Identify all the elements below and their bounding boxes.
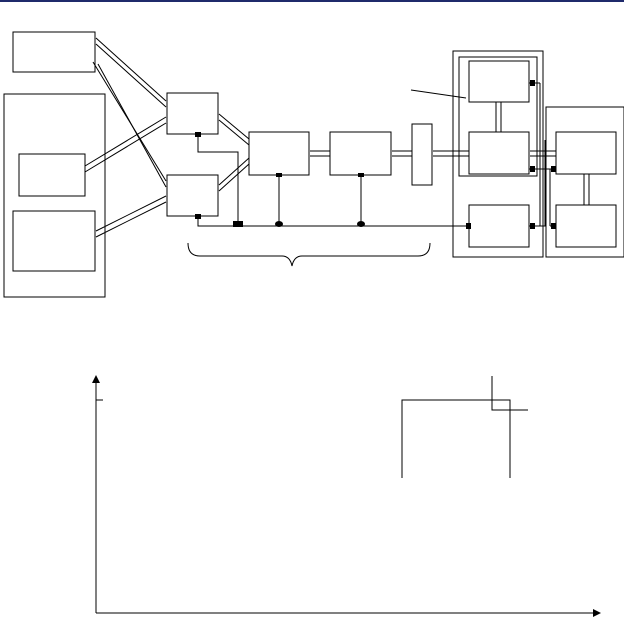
center-box-1 xyxy=(248,131,310,176)
right-mid-box xyxy=(468,131,530,175)
right-group-outer xyxy=(452,50,544,258)
far-right-top-box xyxy=(555,131,617,175)
upper-mid-box xyxy=(166,92,219,135)
leader-line xyxy=(410,89,467,99)
left-inner-upper-box xyxy=(18,153,86,197)
hollow-arrows-left xyxy=(84,37,250,238)
block-diagram xyxy=(3,31,624,298)
curve-outer xyxy=(401,399,511,478)
hollow-arrows-center xyxy=(310,102,590,205)
top-rule xyxy=(0,0,624,2)
top-left-box xyxy=(12,31,96,73)
far-right-bottom-box xyxy=(555,204,617,248)
curve-inner xyxy=(491,376,528,411)
left-outer-box xyxy=(3,93,106,298)
center-box-2 xyxy=(329,131,392,176)
right-top-box xyxy=(468,60,530,103)
far-right-group xyxy=(545,106,624,258)
right-group-inner-frame xyxy=(458,56,538,177)
tall-narrow-box xyxy=(411,123,433,186)
right-bottom-box xyxy=(468,204,530,248)
bracket-brace xyxy=(187,242,431,267)
lower-mid-box xyxy=(166,174,219,217)
left-inner-lower-box xyxy=(12,210,96,272)
connector-dots xyxy=(195,80,556,229)
graph xyxy=(92,375,601,617)
